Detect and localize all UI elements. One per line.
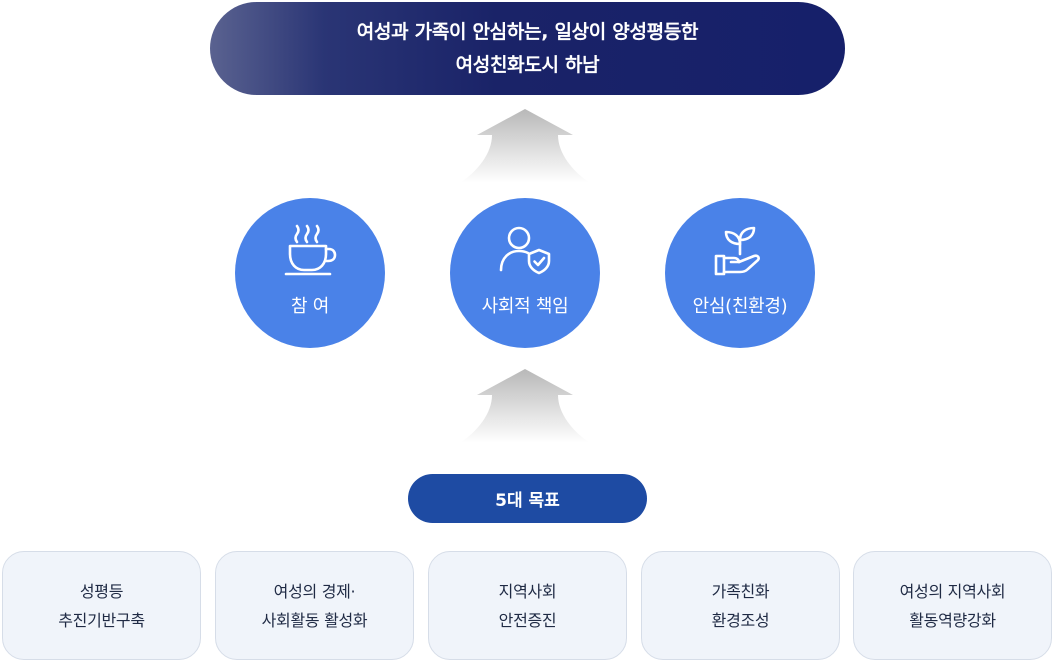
goal-line-2: 추진기반구축 [58,610,145,630]
goal-line-1: 성평등 [79,581,124,601]
goal-line-2: 사회활동 활성화 [261,610,368,630]
up-arrow-icon [460,109,590,183]
value-circle-social-responsibility: 사회적 책임 [450,198,600,348]
value-circle-participation: 참 여 [235,198,385,348]
value-label: 안심(친환경) [692,296,788,317]
up-arrow-icon [460,369,590,443]
goal-card: 여성의 경제· 사회활동 활성화 [215,551,414,660]
value-label: 사회적 책임 [481,296,569,317]
goals-title: 5대 목표 [408,474,647,523]
goal-card: 지역사회 안전증진 [428,551,627,660]
goal-card: 가족친화 환경조성 [641,551,840,660]
value-circle-safety: 안심(친환경) [665,198,815,348]
goal-line-2: 환경조성 [711,610,770,630]
goal-line-1: 여성의 지역사회 [899,581,1006,601]
vision-line-2: 여성친화도시 하남 [455,53,600,76]
vision-banner: 여성과 가족이 안심하는, 일상이 양성평등한 여성친화도시 하남 [210,2,845,95]
goal-line-1: 여성의 경제· [273,581,356,601]
hand-sprout-icon [710,222,770,278]
goal-line-2: 활동역량강화 [909,610,996,630]
goal-line-1: 지역사회 [498,581,557,601]
goal-line-1: 가족친화 [711,581,770,601]
coffee-cup-icon [280,222,340,278]
user-shield-icon [495,222,555,278]
goal-card: 여성의 지역사회 활동역량강화 [853,551,1052,660]
vision-line-1: 여성과 가족이 안심하는, 일상이 양성평등한 [356,20,699,43]
goal-card: 성평등 추진기반구축 [2,551,201,660]
goal-line-2: 안전증진 [498,610,557,630]
value-label: 참 여 [291,296,329,317]
